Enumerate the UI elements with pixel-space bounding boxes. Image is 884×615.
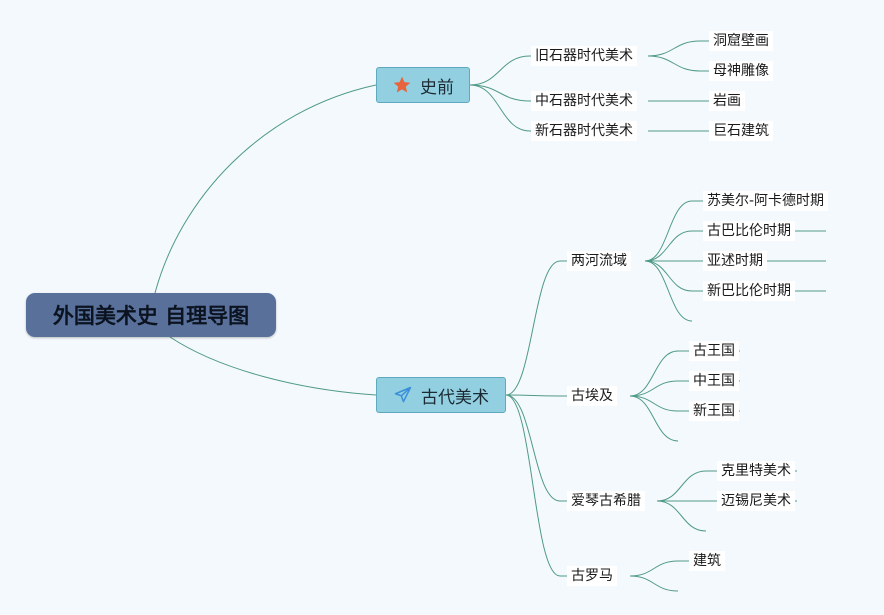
branch-label: 古代美术: [421, 387, 489, 408]
leaf-link: [644, 230, 693, 262]
leaf-link: [629, 395, 679, 412]
branch-link: [469, 84, 531, 102]
leaf-link: [656, 500, 707, 532]
subtopic-paleolithic[interactable]: 旧石器时代美术: [531, 46, 637, 66]
branch-link: [505, 394, 561, 577]
leaf-link: [629, 380, 679, 397]
subtopic-egypt[interactable]: 古埃及: [567, 386, 617, 406]
leaf-rock-art[interactable]: 岩画: [709, 91, 745, 111]
branch-link: [469, 55, 531, 86]
leaf-old-kingdom[interactable]: 古王国: [689, 341, 739, 361]
branch-link: [505, 260, 561, 396]
subtopic-aegean-greece[interactable]: 爱琴古希腊: [567, 491, 645, 511]
branch-ancient-art[interactable]: 古代美术: [376, 377, 506, 413]
branch-link: [505, 394, 561, 397]
branch-link: [505, 394, 561, 502]
leaf-mycenae[interactable]: 迈锡尼美术: [717, 491, 795, 511]
root-link-ancient: [169, 336, 377, 396]
leaf-link: [629, 350, 679, 397]
leaf-link: [644, 200, 693, 262]
leaf-cave-painting[interactable]: 洞窟壁画: [709, 31, 773, 51]
leaf-middle-kingdom[interactable]: 中王国: [689, 371, 739, 391]
root-topic[interactable]: 外国美术史 自理导图: [26, 293, 276, 337]
leaf-link: [644, 260, 693, 322]
paper-plane-icon: [393, 385, 413, 405]
branch-label: 史前: [420, 77, 454, 98]
subtopic-mesolithic[interactable]: 中石器时代美术: [531, 91, 637, 111]
leaf-assyria[interactable]: 亚述时期: [703, 251, 767, 271]
leaf-link: [629, 560, 679, 577]
star-icon: [392, 75, 412, 95]
leaf-crete[interactable]: 克里特美术: [717, 461, 795, 481]
subtopic-rome[interactable]: 古罗马: [567, 566, 617, 586]
leaf-link: [644, 260, 693, 292]
branch-prehistoric[interactable]: 史前: [376, 67, 470, 103]
leaf-link: [647, 40, 701, 57]
leaf-link: [629, 395, 679, 442]
leaf-mother-goddess[interactable]: 母神雕像: [709, 61, 773, 81]
leaf-neo-babylon[interactable]: 新巴比伦时期: [703, 281, 795, 301]
branch-link: [469, 84, 531, 132]
leaf-new-kingdom[interactable]: 新王国: [689, 401, 739, 421]
root-link-prehistoric: [154, 84, 377, 294]
leaf-link: [656, 470, 707, 502]
subtopic-neolithic[interactable]: 新石器时代美术: [531, 121, 637, 141]
subtopic-mesopotamia[interactable]: 两河流域: [567, 251, 631, 271]
leaf-old-babylon[interactable]: 古巴比伦时期: [703, 221, 795, 241]
leaf-link: [647, 55, 701, 72]
leaf-architecture[interactable]: 建筑: [689, 551, 725, 571]
leaf-link: [629, 575, 679, 592]
leaf-sumer-akkad[interactable]: 苏美尔-阿卡德时期: [703, 191, 829, 211]
leaf-megalith[interactable]: 巨石建筑: [709, 121, 773, 141]
